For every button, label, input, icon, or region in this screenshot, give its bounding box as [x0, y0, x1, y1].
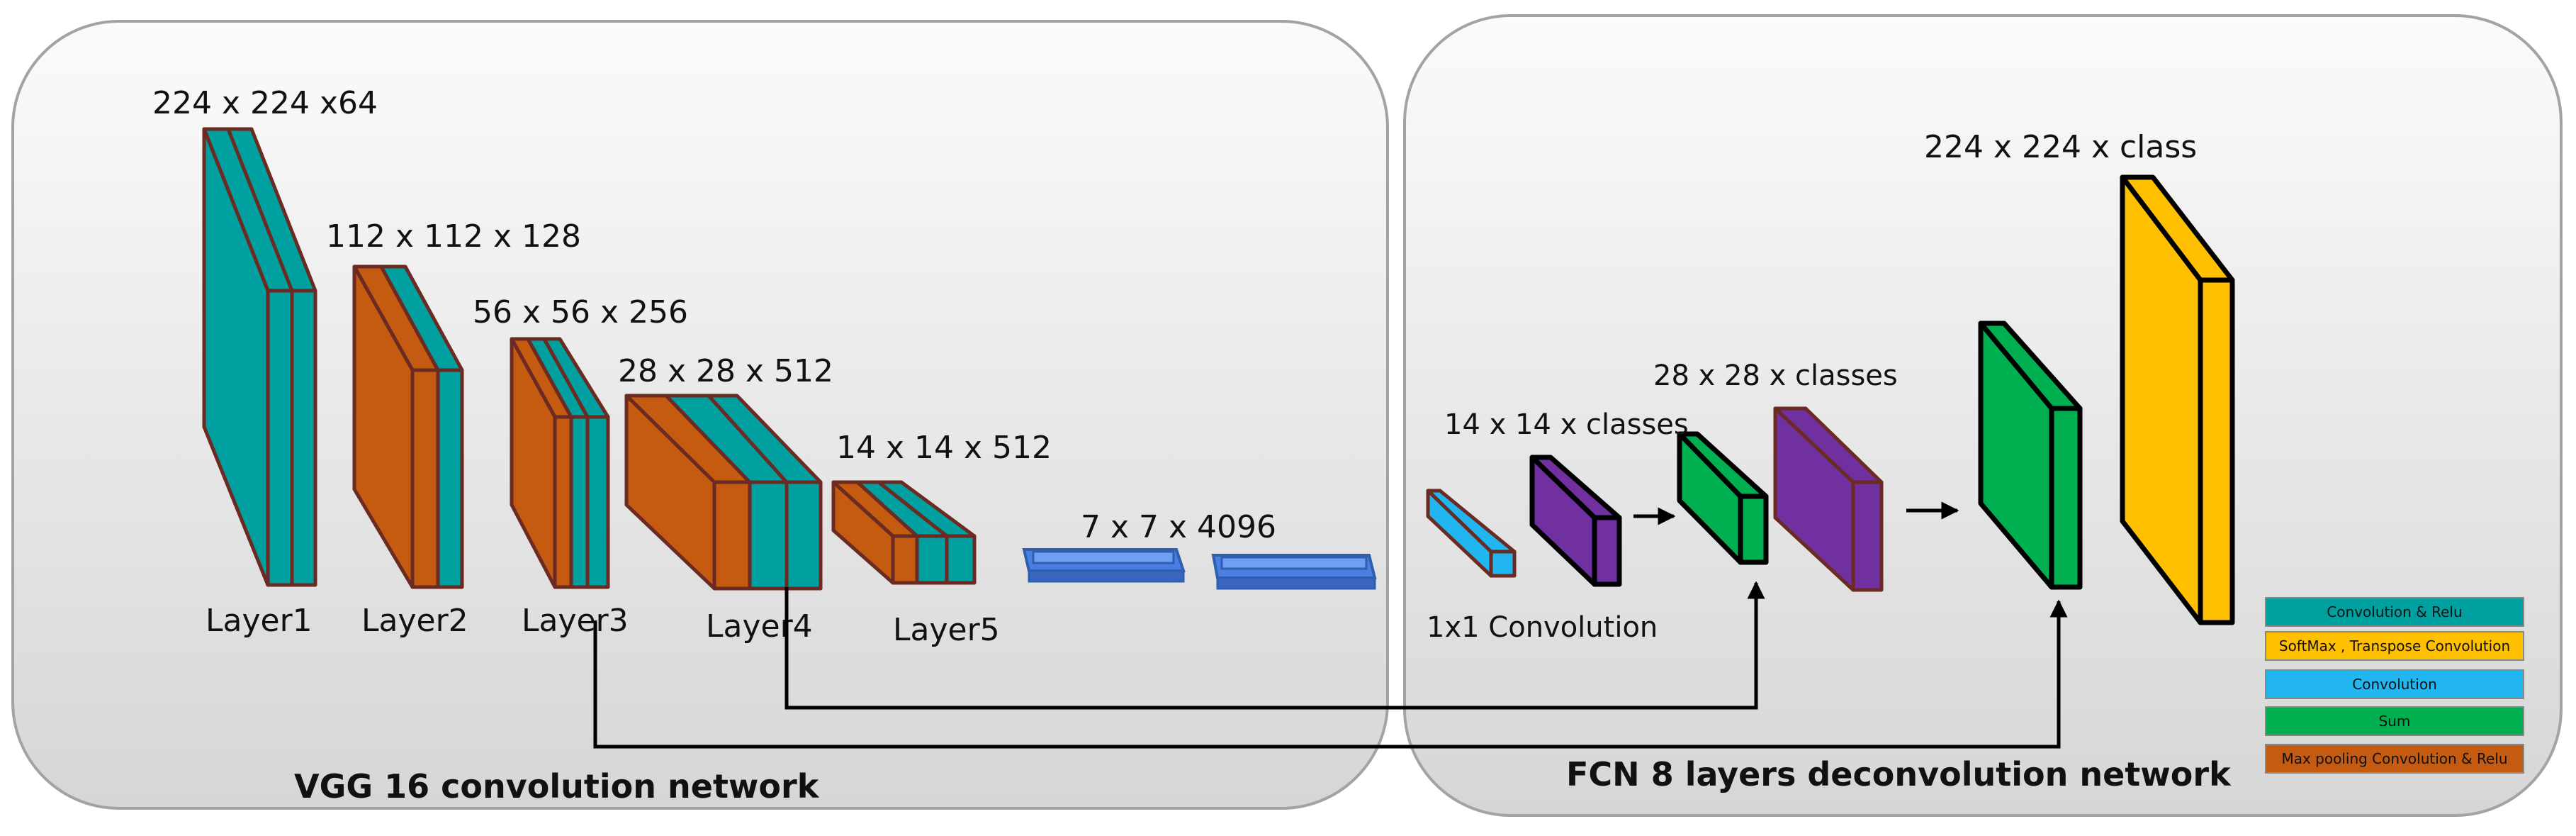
layer4-block: [624, 394, 823, 591]
dim-label-28x28: 28 x 28 x classes: [1653, 360, 1898, 392]
layer5-block: [831, 480, 977, 585]
layer3-block: [510, 337, 610, 589]
fcn-title: FCN 8 layers deconvolution network: [1566, 755, 2232, 793]
dim-label-224x224: 224 x 224 x class: [1924, 129, 2197, 165]
layer2-block: [352, 264, 464, 589]
dim-label-fc: 7 x 7 x 4096: [1081, 509, 1276, 545]
legend-swatch-conv-relu: [2265, 597, 2524, 627]
skip-connection-layer4: [784, 581, 1765, 710]
skip-connection-layer3: [593, 599, 2068, 749]
green-block-2: [1978, 321, 2083, 590]
legend-swatch-convolution: [2265, 669, 2524, 699]
layer-label-2: Layer2: [361, 603, 468, 639]
conv1x1-label: 1x1 Convolution: [1427, 611, 1658, 644]
legend-swatch-maxpool: [2265, 744, 2524, 774]
legend-label-conv-relu: Convolution & Relu: [2327, 603, 2462, 620]
vgg16-title: VGG 16 convolution network: [294, 767, 820, 806]
fc-slab-2: [1211, 554, 1377, 590]
purple-block-2: [1773, 406, 1884, 592]
fc-slab-1: [1022, 548, 1186, 583]
green-block-1: [1677, 431, 1769, 565]
legend-label-convolution: Convolution: [2352, 676, 2437, 693]
dim-label-layer4: 28 x 28 x 512: [618, 353, 833, 389]
dim-label-layer3: 56 x 56 x 256: [473, 294, 688, 330]
legend-label-sum: Sum: [2379, 713, 2411, 730]
legend-swatch-softmax: [2265, 631, 2524, 661]
dim-label-14x14: 14 x 14 x classes: [1444, 408, 1689, 441]
legend: Convolution & Relu SoftMax , Transpose C…: [2265, 597, 2524, 774]
legend-label-maxpool: Max pooling Convolution & Relu: [2281, 750, 2507, 767]
output-block: [2120, 174, 2235, 625]
layer1-block: [202, 127, 317, 587]
dim-label-layer2: 112 x 112 x 128: [326, 218, 581, 255]
purple-block-1: [1529, 455, 1622, 587]
legend-swatch-sum: [2265, 706, 2524, 736]
layer-label-3: Layer3: [522, 603, 629, 639]
layer-label-1: Layer1: [206, 603, 313, 639]
layer-label-4: Layer4: [706, 608, 813, 645]
dim-label-layer1: 224 x 224 x64: [152, 85, 378, 121]
layer-label-5: Layer5: [893, 612, 1000, 648]
conv1x1-block: [1426, 489, 1517, 578]
legend-label-softmax: SoftMax , Transpose Convolution: [2279, 637, 2510, 654]
dim-label-layer5: 14 x 14 x 512: [836, 430, 1052, 466]
